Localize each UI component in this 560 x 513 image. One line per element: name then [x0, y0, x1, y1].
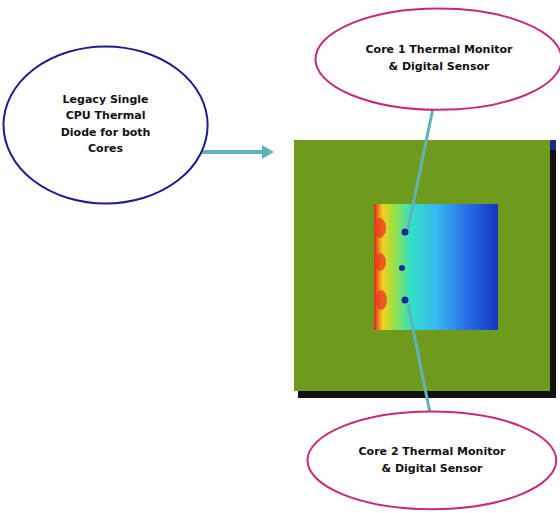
- hotspot: [375, 290, 387, 310]
- ellipse-outline: [2, 45, 209, 205]
- ellipse-content: Core 1 Thermal Monitor & Digital Sensor: [314, 7, 560, 111]
- arrow-head: [262, 145, 274, 159]
- ellipse-callout: Core 2 Thermal Monitor & Digital Sensor: [306, 410, 558, 511]
- hotspot: [374, 253, 386, 271]
- cpu-die: [374, 204, 498, 330]
- leader-line: [408, 108, 433, 229]
- callout-text: Core 1 Thermal Monitor & Digital Sensor: [364, 42, 514, 75]
- callout-text: Core 2 Thermal Monitor & Digital Sensor: [357, 444, 507, 477]
- cpu-package: [294, 140, 550, 391]
- ellipse-content: Legacy Single CPU Thermal Diode for both…: [2, 45, 209, 205]
- leader-line: [408, 304, 430, 413]
- sensor-dot: [402, 229, 409, 236]
- callout-text: Legacy Single CPU Thermal Diode for both…: [50, 92, 162, 158]
- sensor-dot: [399, 265, 405, 271]
- ellipse-callout: Legacy Single CPU Thermal Diode for both…: [2, 45, 209, 205]
- ellipse-outline: [314, 7, 560, 111]
- ellipse-outline: [306, 410, 558, 511]
- ellipse-content: Core 2 Thermal Monitor & Digital Sensor: [306, 410, 558, 511]
- hotspot: [374, 218, 386, 238]
- ellipse-callout: Core 1 Thermal Monitor & Digital Sensor: [314, 7, 560, 111]
- sensor-dot: [402, 297, 409, 304]
